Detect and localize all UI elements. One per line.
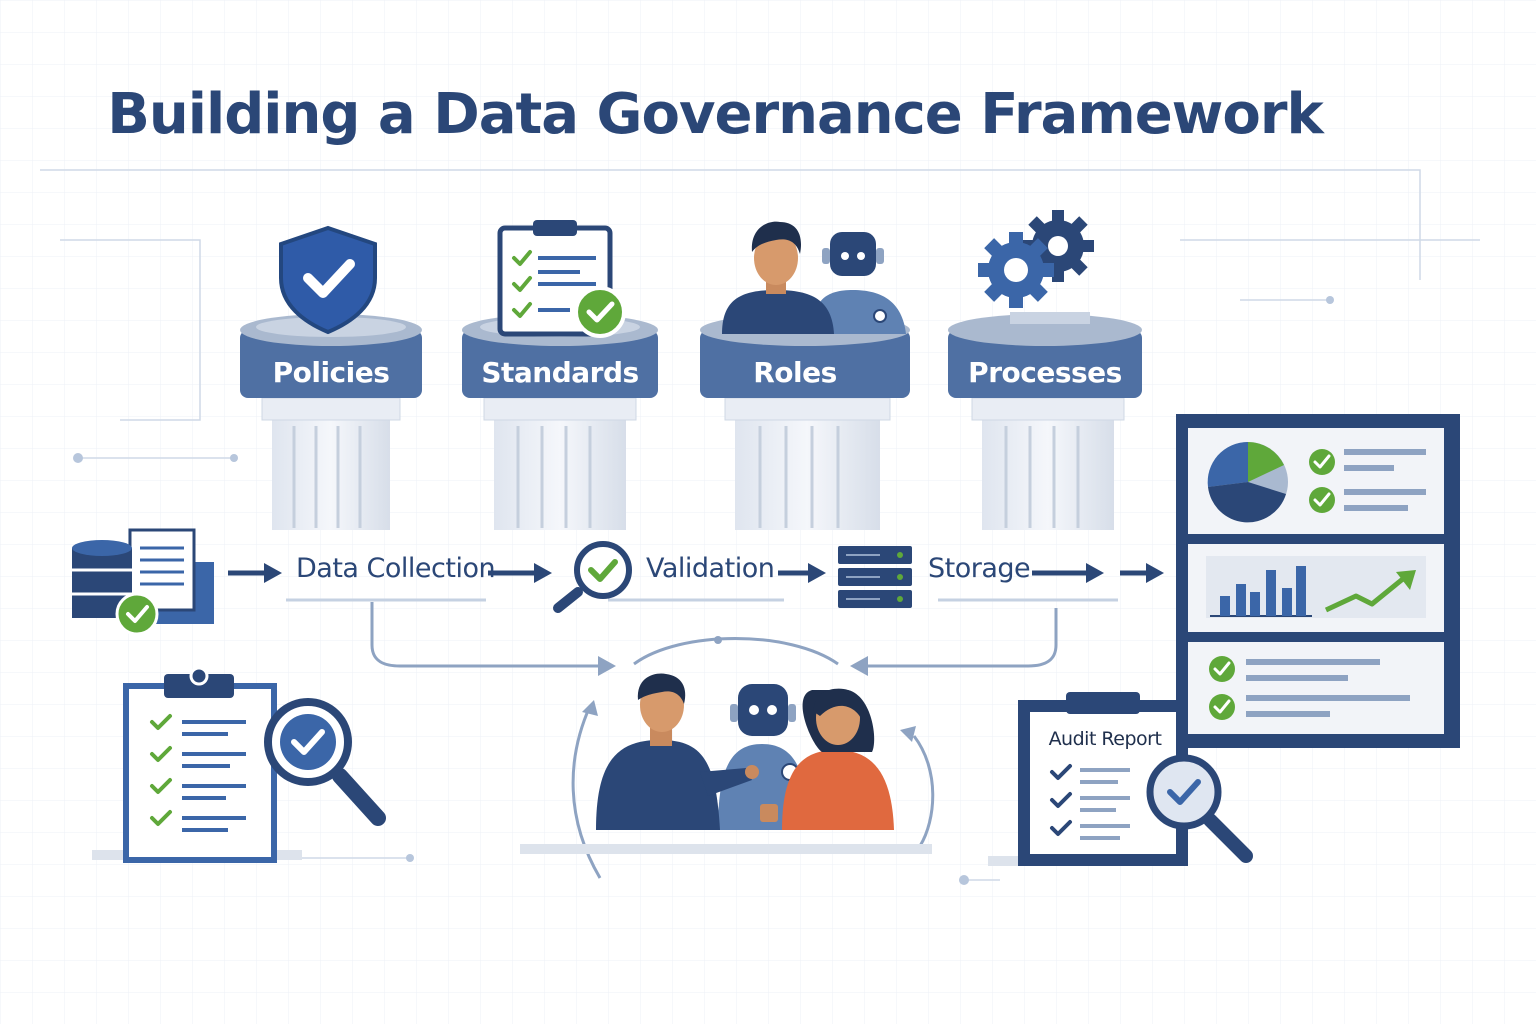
pie-chart-icon [1207,441,1288,523]
server-icon [838,546,912,608]
circuit-lines [40,169,1480,881]
person-robot-icon [722,221,906,334]
flow-step-data-collection: Data Collection [296,553,496,584]
audit-report-label: Audit Report [1048,728,1162,750]
connector-arrowheads [582,636,916,742]
pillar-processes [948,210,1142,530]
pillar-standards [462,220,658,530]
flow-arrows [228,563,1164,583]
shield-check-icon [279,225,377,335]
woman-figure [760,688,894,830]
page-title: Building a Data Governance Framework [107,82,1324,147]
dashboard-panel [1176,414,1460,748]
pillar-roles [700,221,910,530]
flow-step-validation: Validation [646,553,775,584]
pillar-label-roles: Roles [753,356,837,389]
man-figure [596,673,759,830]
gears-icon [978,210,1094,308]
bar-chart-icon [1206,556,1426,618]
magnifier-check-icon [553,541,632,613]
pillar-label-standards: Standards [481,356,639,389]
team-collaboration-illustration [520,673,932,854]
pillar-label-processes: Processes [968,356,1122,389]
circuit-dots [73,296,1334,885]
pillar-policies [240,225,422,530]
connector-arrows [370,602,1058,879]
flow-step-storage: Storage [928,553,1031,584]
audit-report-icon [988,692,1253,866]
pillar-label-policies: Policies [272,356,390,389]
database-document-icon [72,528,214,636]
clipboard-check-icon [497,220,626,338]
checklist-magnifier-icon [92,666,386,863]
